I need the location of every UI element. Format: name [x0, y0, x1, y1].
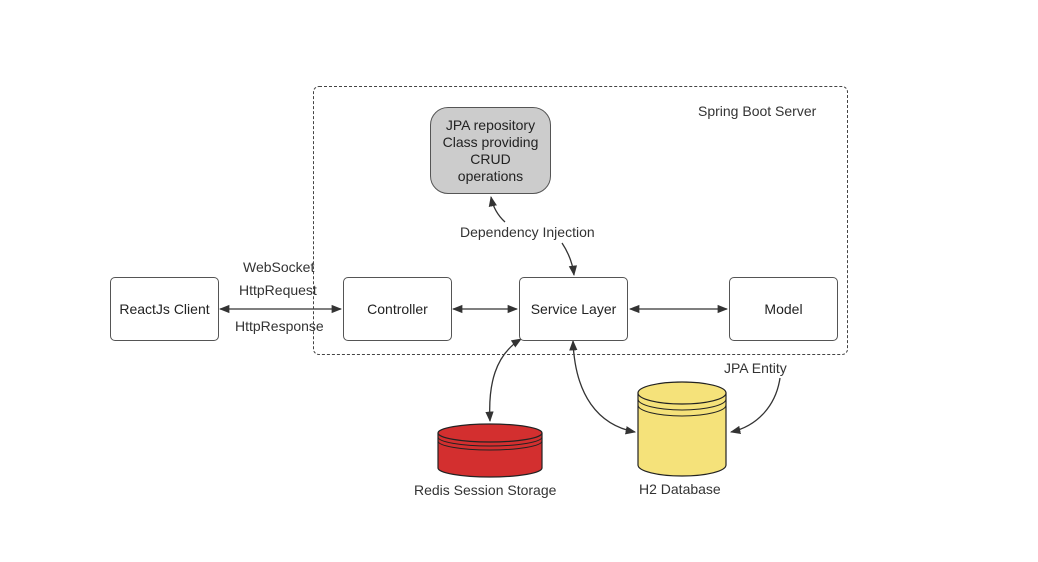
websocket-label: WebSocket: [243, 259, 315, 275]
controller-node: Controller: [343, 277, 452, 341]
service-layer-node: Service Layer: [519, 277, 628, 341]
jpa-entity-label: JPA Entity: [724, 360, 787, 376]
service-h2-connector: [569, 339, 637, 435]
spring-boot-server-title: Spring Boot Server: [698, 103, 817, 119]
di-to-service-connector: [561, 242, 578, 277]
redis-storage-label: Redis Session Storage: [414, 482, 557, 498]
jpa-repository-node: JPA repository Class providing CRUD oper…: [430, 107, 551, 194]
h2-database-label: H2 Database: [639, 481, 721, 497]
spring-boot-server-boundary: [313, 86, 848, 355]
di-to-jpa-connector: [488, 195, 506, 223]
model-h2-connector: [729, 377, 781, 435]
service-redis-connector: [485, 338, 522, 423]
http-response-label: HttpResponse: [235, 318, 324, 334]
reactjs-client-node: ReactJs Client: [110, 277, 219, 341]
http-request-label: HttpRequest: [239, 282, 317, 298]
redis-database-icon: [437, 423, 543, 478]
model-node: Model: [729, 277, 838, 341]
h2-database-icon: [637, 381, 727, 477]
dependency-injection-label: Dependency Injection: [460, 224, 595, 240]
